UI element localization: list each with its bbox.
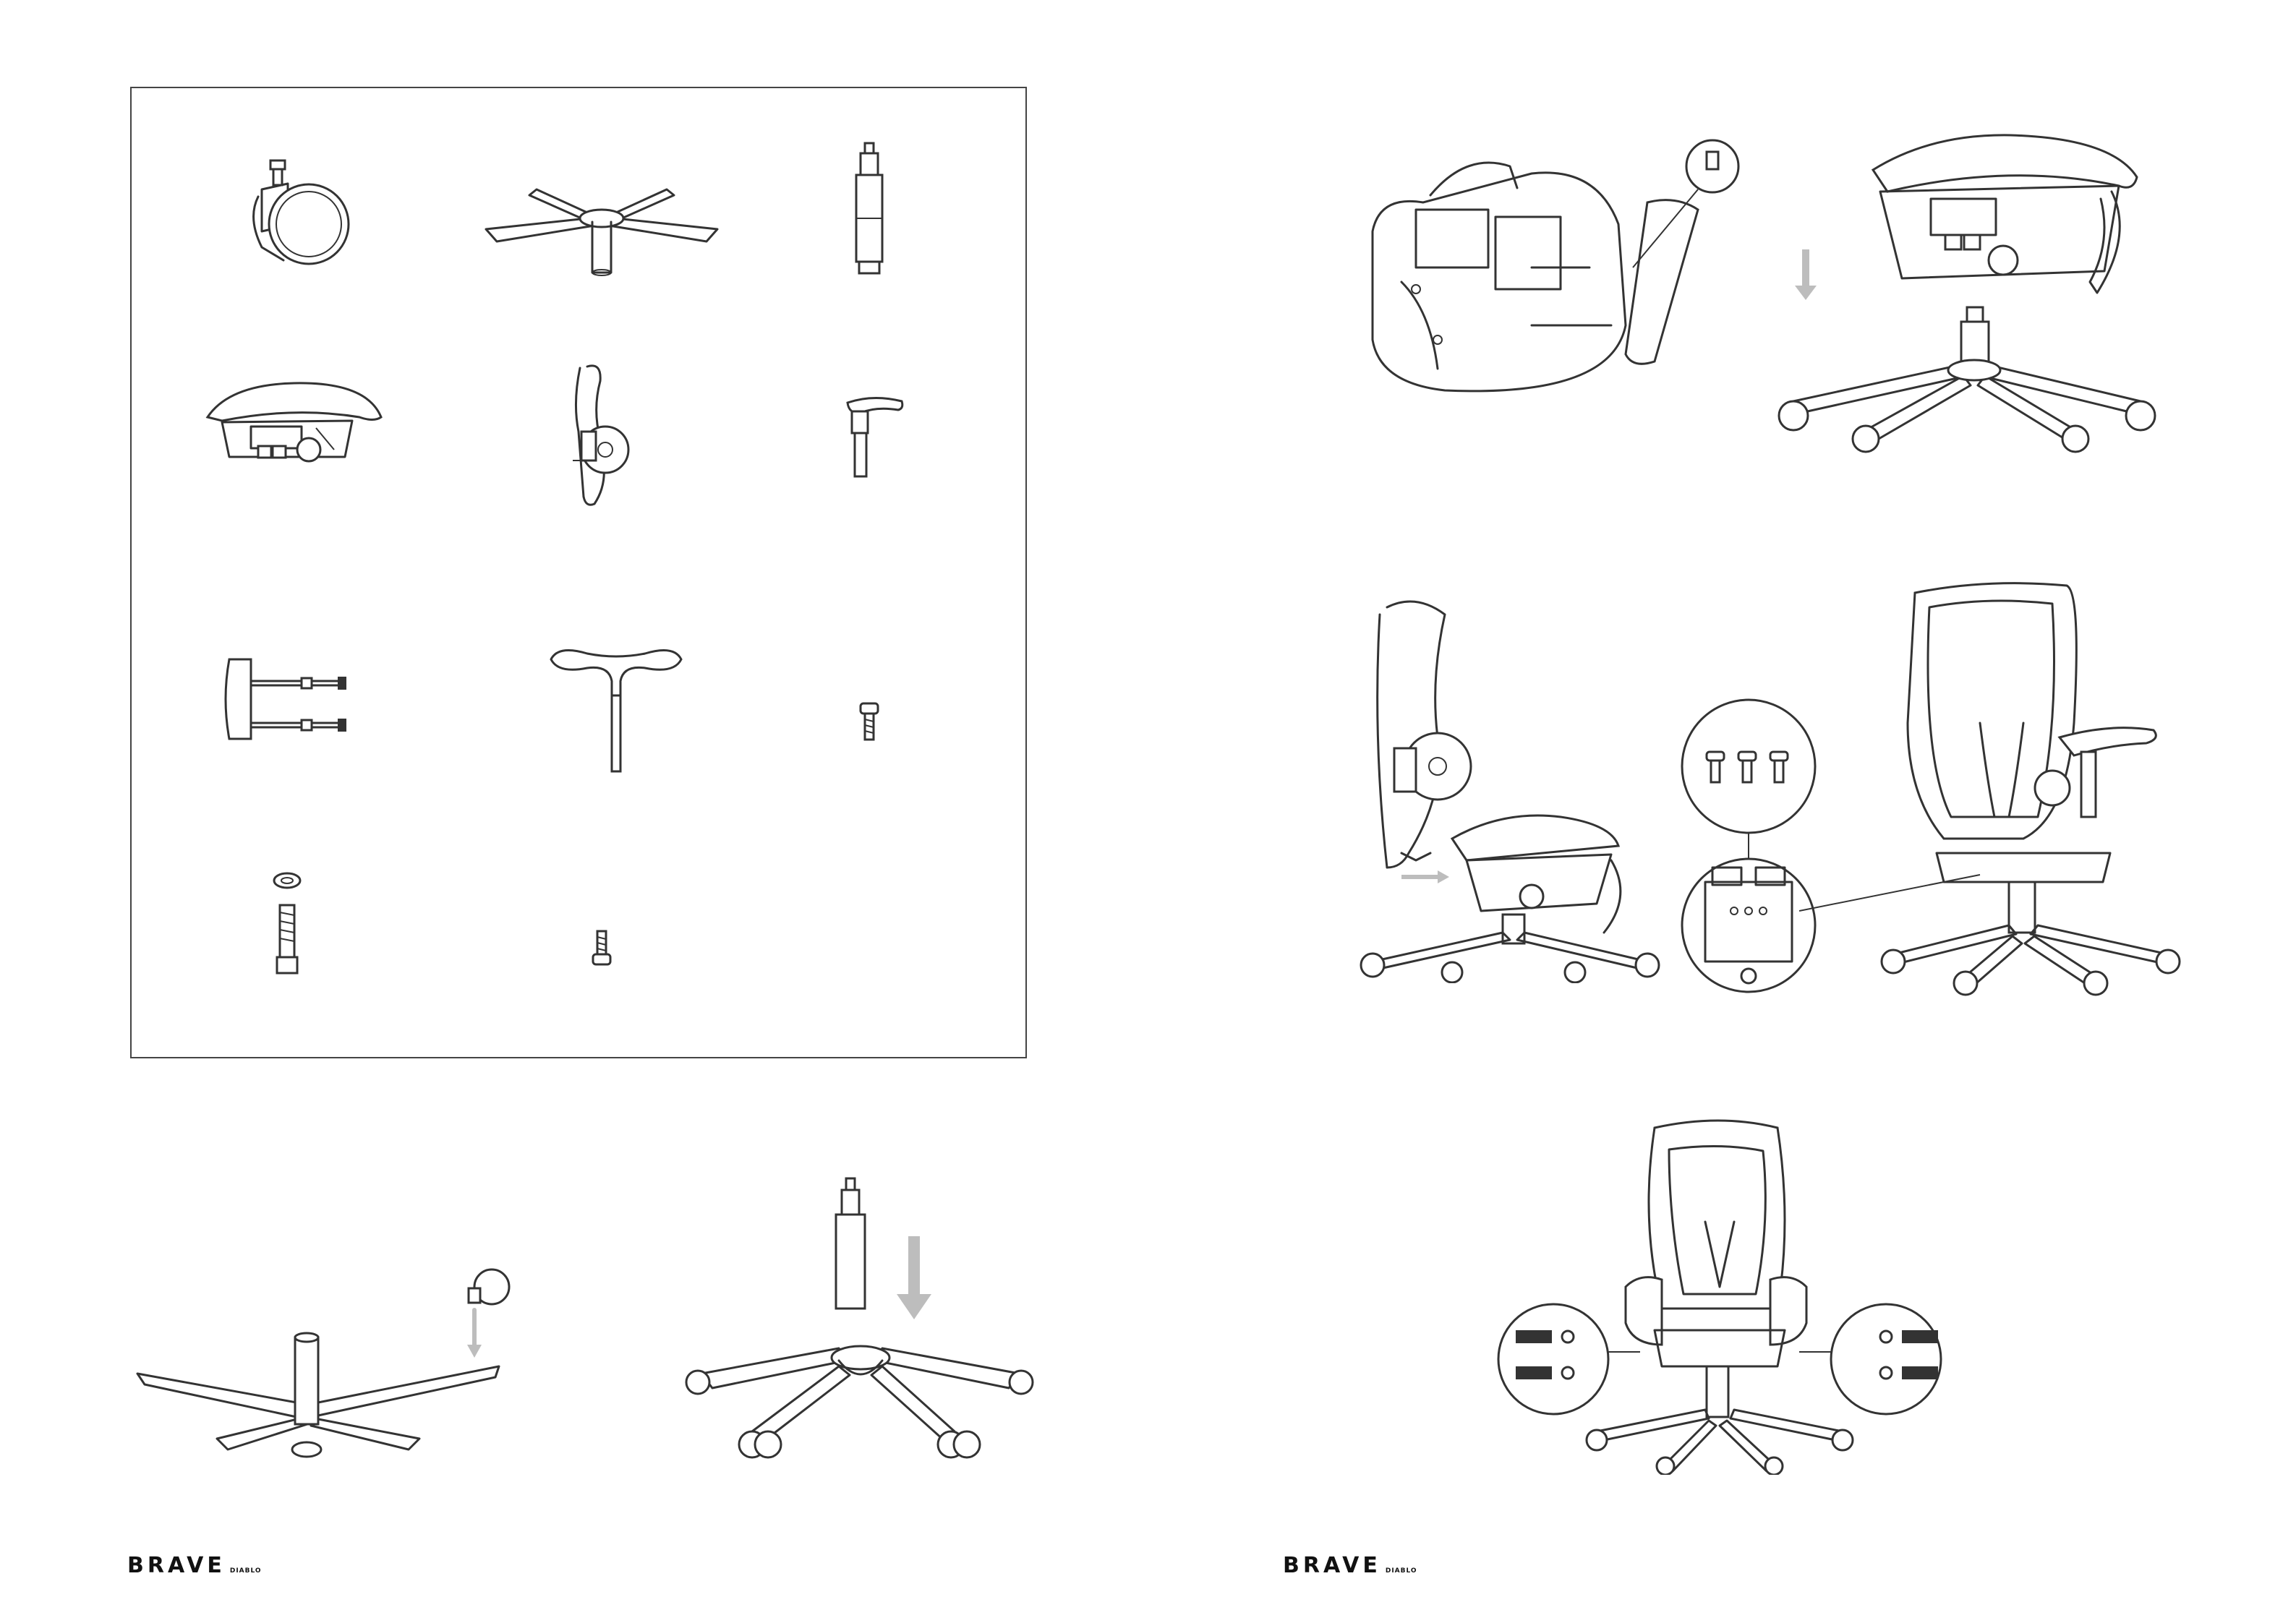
seat-mechanism-icon	[200, 377, 388, 486]
screw-icon	[855, 699, 884, 750]
rear-bolts-detail-icon	[1495, 1113, 1944, 1475]
insert-casters-into-base-icon	[130, 1229, 535, 1468]
parts-list-box	[130, 87, 1027, 1058]
brand-name: BRAVE	[127, 1553, 226, 1578]
attach-backrest-icon	[1358, 593, 1662, 983]
insert-gas-lift-into-base-icon	[680, 1171, 1041, 1468]
three-screws-detail-icon	[1676, 694, 1821, 998]
brand-sub: DIABLO	[230, 1567, 262, 1575]
right-page: BRAVE DIABLO	[1148, 0, 2296, 1623]
screw-icon	[587, 927, 616, 970]
lower-seat-onto-base-icon	[1772, 127, 2162, 459]
caster-wheel-icon	[218, 146, 363, 291]
brand-sub: DIABLO	[1386, 1567, 1417, 1575]
armrest-icon	[833, 388, 913, 489]
t-handle-hex-key-icon	[544, 638, 688, 782]
gas-cylinder-icon	[840, 139, 898, 283]
bracket-icon	[215, 638, 374, 761]
five-star-base-icon	[479, 146, 725, 291]
brand-logo: BRAVE DIABLO	[1283, 1553, 1417, 1578]
attach-armrests-to-seat-icon	[1358, 123, 1763, 398]
brand-name: BRAVE	[1283, 1553, 1381, 1578]
assembled-chair-icon	[1879, 578, 2182, 998]
brand-logo: BRAVE DIABLO	[127, 1553, 262, 1578]
backrest-frame-icon	[544, 359, 645, 511]
left-page: BRAVE DIABLO	[0, 0, 1148, 1623]
bolt-with-washer-icon	[265, 869, 309, 977]
